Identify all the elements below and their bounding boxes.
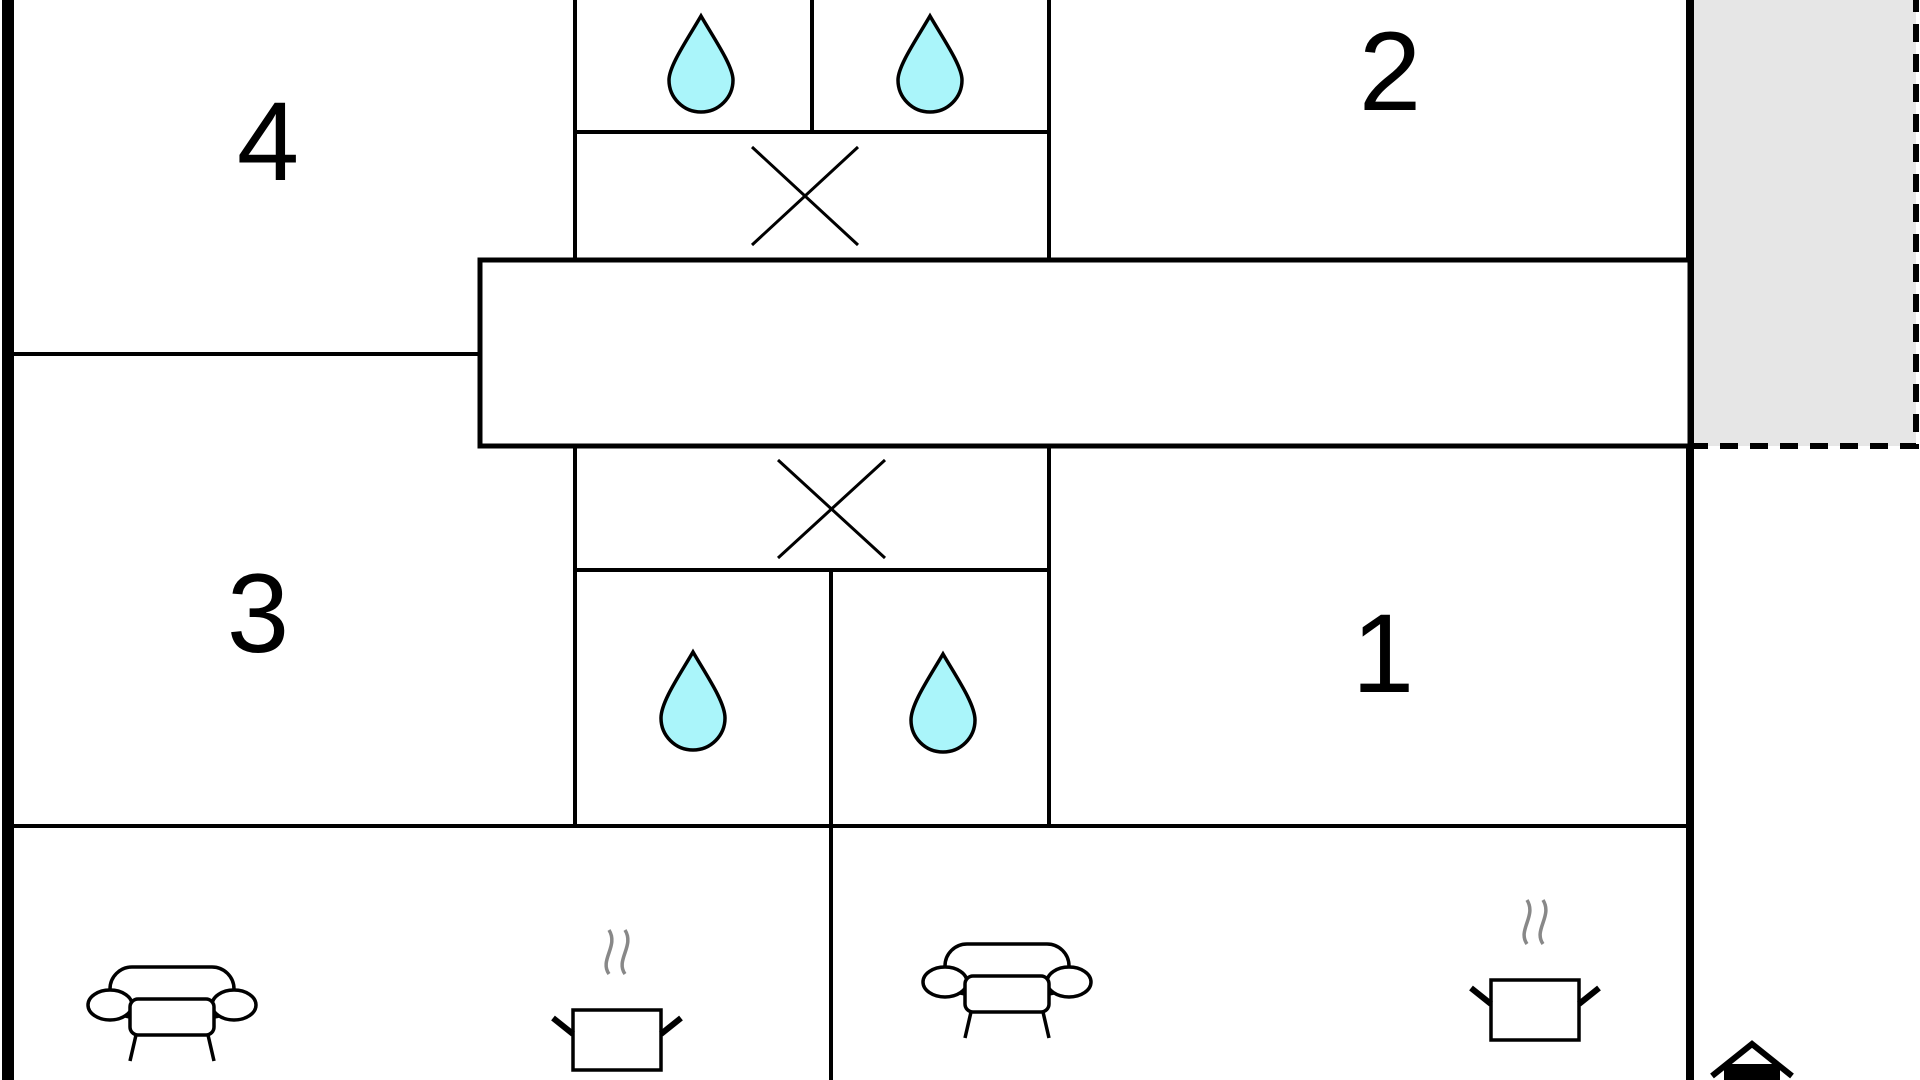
cross-mark-icon — [750, 145, 860, 247]
room-label-2: 2 — [1359, 9, 1421, 134]
outer-walls — [2, 0, 1694, 1080]
cross-mark-icon — [776, 458, 887, 560]
outdoor-area — [1690, 0, 1919, 449]
room-label-1: 1 — [1352, 591, 1414, 716]
water-drop-icon — [659, 648, 727, 752]
cooking-pot-icon — [551, 929, 683, 1072]
water-drop-icon — [667, 12, 735, 114]
room-label-3: 3 — [227, 551, 289, 676]
sofa-icon — [86, 965, 258, 1062]
interior-walls — [8, 0, 1690, 1080]
corridor — [477, 257, 1693, 449]
water-drop-icon — [909, 650, 977, 754]
room-label-4: 4 — [237, 79, 299, 204]
cooking-pot-icon — [1469, 899, 1601, 1042]
house-icon — [1710, 1040, 1794, 1080]
water-drop-icon — [896, 12, 964, 114]
sofa-icon — [921, 942, 1093, 1039]
